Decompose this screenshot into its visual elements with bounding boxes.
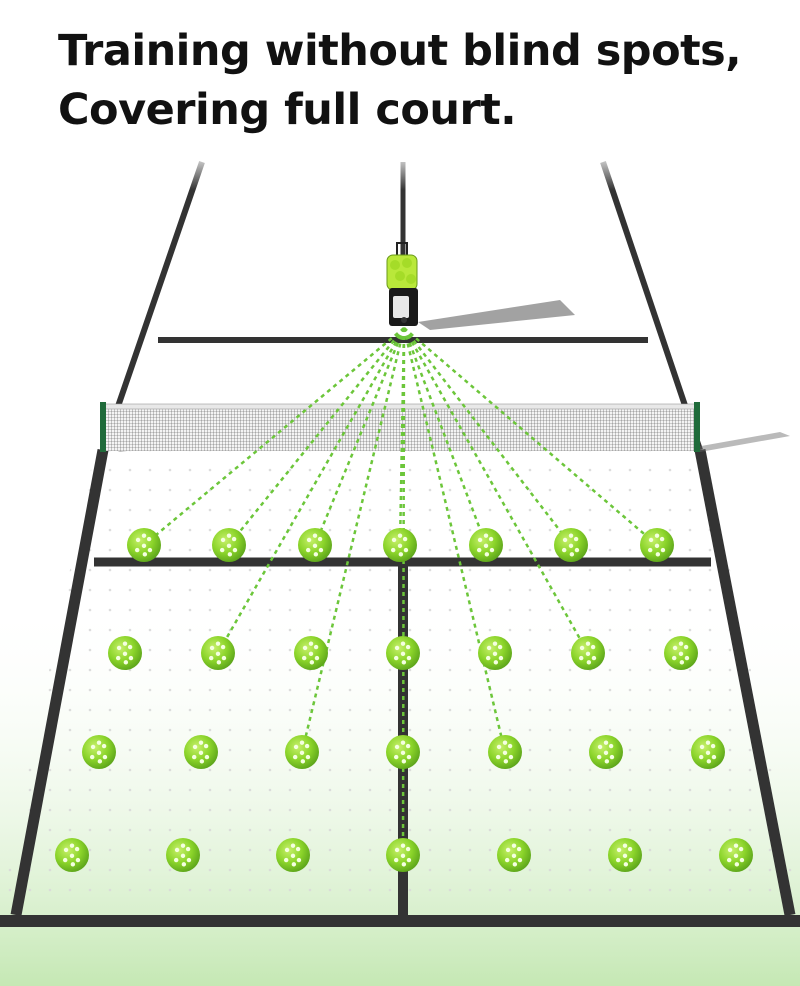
net-post-right: [694, 402, 700, 452]
trajectory-line: [402, 327, 590, 654]
pickleball-icon: [640, 528, 674, 562]
hopper-ball: [395, 271, 405, 281]
trajectory-line: [300, 327, 406, 753]
pickleball-icon: [294, 636, 328, 670]
far-court-fade: [150, 150, 650, 190]
pickleball-icon: [571, 636, 605, 670]
pickleball-icon: [554, 528, 588, 562]
pickleball-icon: [166, 838, 200, 872]
trajectory-line: [402, 327, 507, 753]
pickleball-icon: [488, 735, 522, 769]
hopper-ball: [390, 260, 400, 270]
left-sideline-near: [10, 448, 109, 917]
trajectory-line: [403, 327, 572, 546]
trajectories: [143, 327, 658, 856]
pickleball-icon: [386, 735, 420, 769]
pickleball-icon: [497, 838, 531, 872]
left-sideline-far: [100, 161, 205, 451]
trajectory-line: [313, 327, 406, 546]
ball-grid: [55, 528, 753, 872]
net-post-left: [100, 402, 106, 452]
pickleball-icon: [691, 735, 725, 769]
hopper-ball: [406, 274, 416, 284]
pickleball-icon: [212, 528, 246, 562]
machine-shadow: [418, 300, 575, 330]
pickleball-icon: [589, 735, 623, 769]
trajectory-line: [228, 327, 405, 546]
net: [100, 402, 790, 452]
right-sideline-far: [600, 161, 703, 451]
pickleball-icon: [184, 735, 218, 769]
pickleball-icon: [201, 636, 235, 670]
pickleball-icon: [108, 636, 142, 670]
pickleball-icon: [383, 528, 417, 562]
net-shadow-right: [690, 432, 790, 452]
pickleball-icon: [55, 838, 89, 872]
right-sideline-near: [694, 448, 796, 917]
pickleball-icon: [386, 838, 420, 872]
pickleball-icon: [276, 838, 310, 872]
pickleball-icon: [285, 735, 319, 769]
headline-line-2: Covering full court.: [58, 85, 517, 135]
trajectory-line: [216, 327, 406, 654]
ball-machine-icon: [386, 242, 418, 326]
pickleball-icon: [478, 636, 512, 670]
machine-outlet: [401, 317, 407, 323]
net-tape: [102, 403, 699, 410]
pickleball-icon: [469, 528, 503, 562]
pickleball-icon: [298, 528, 332, 562]
pickleball-icon: [386, 636, 420, 670]
headline-line-1: Training without blind spots,: [58, 26, 742, 76]
trajectory-line: [402, 327, 488, 546]
net-mesh: [103, 407, 698, 451]
pickleball-icon: [664, 636, 698, 670]
headline: Training without blind spots, Covering f…: [58, 22, 742, 140]
pickleball-icon: [127, 528, 161, 562]
trajectory-line: [143, 327, 405, 546]
pickleball-icon: [82, 735, 116, 769]
pickleball-icon: [608, 838, 642, 872]
hopper-ball: [402, 258, 412, 268]
pickleball-icon: [719, 838, 753, 872]
machine-panel: [393, 296, 409, 318]
